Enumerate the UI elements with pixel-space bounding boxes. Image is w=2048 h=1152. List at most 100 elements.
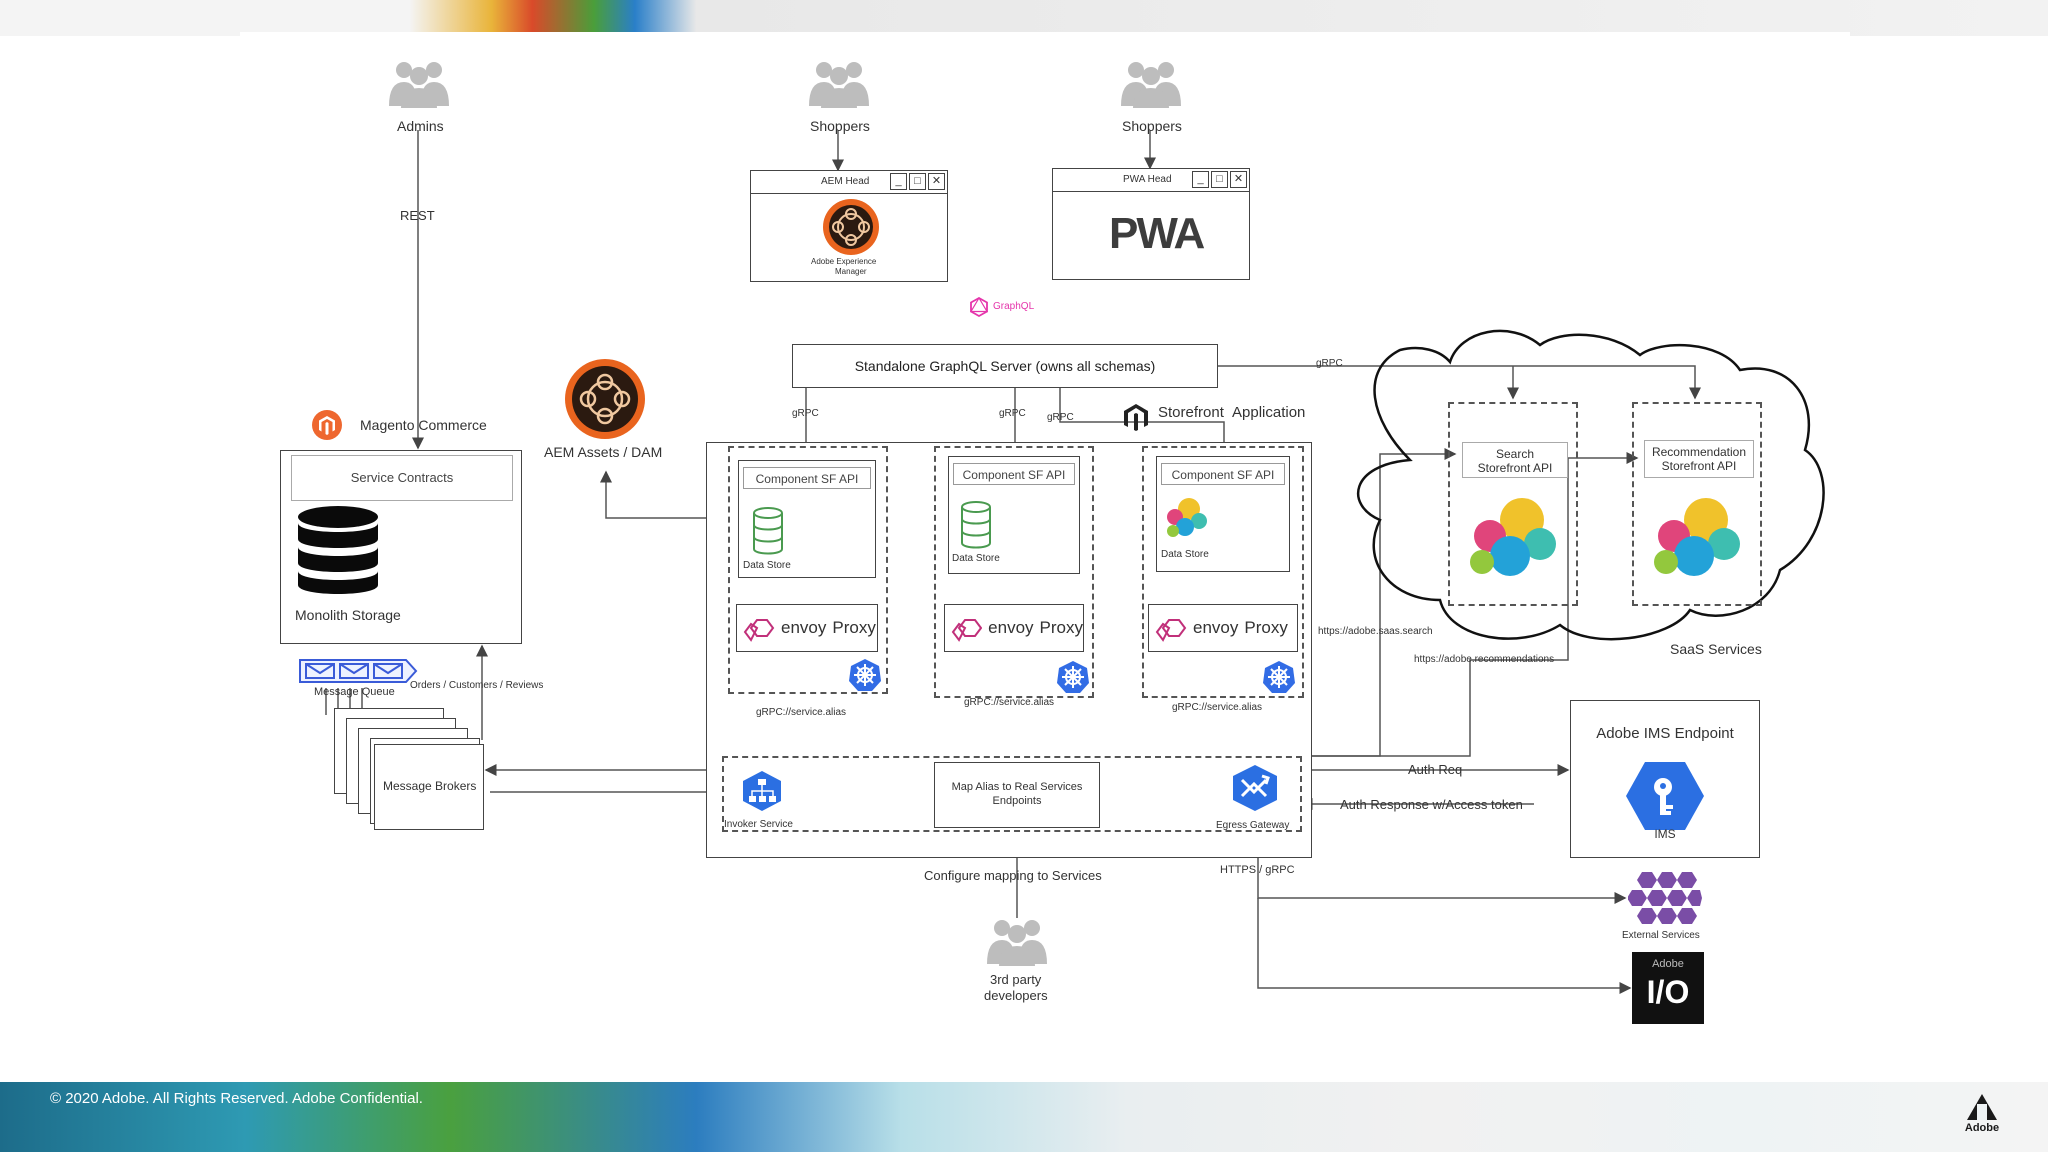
auth-resp-label: Auth Response w/Access token (1340, 797, 1523, 812)
maximize-icon: □ (909, 173, 926, 190)
envoy-icon (743, 619, 775, 642)
admins-people-icon (384, 58, 454, 108)
aem-caption: Adobe Experience (811, 257, 877, 266)
recommendation-api-label: Recommendation (1651, 445, 1747, 459)
orders-edge-label: Orders / Customers / Reviews (410, 680, 544, 691)
aem-assets-label: AEM Assets / DAM (544, 444, 663, 460)
proxy-word: Proxy (1039, 618, 1083, 637)
service-mesh-row (722, 756, 1302, 832)
map-alias-box: Map Alias to Real Services Endpoints (934, 762, 1100, 828)
data-store-label: Data Store (1161, 549, 1209, 560)
kubernetes-icon (1263, 661, 1295, 693)
graphql-icon (969, 296, 989, 318)
saas-services-label: SaaS Services (1670, 641, 1762, 657)
component-pod-3 (1142, 446, 1304, 698)
saas-reco-url-label: https://adobe.recommendations (1414, 654, 1555, 665)
aem-assets-logo-icon (565, 359, 645, 439)
https-grpc-label: HTTPS / gRPC (1220, 864, 1295, 876)
envoy-brand: envoy (988, 618, 1034, 637)
elastic-icon (1470, 498, 1556, 576)
developers-label: 3rd party (990, 972, 1042, 987)
component-sf-api-box: Component SF API Data Store (738, 460, 876, 578)
pwa-head-window: PWA Head _□✕ PWA (1052, 168, 1250, 280)
adobe-logo: Adobe (1962, 1094, 2002, 1142)
adobe-io-top: Adobe (1652, 958, 1684, 970)
window-titlebar: AEM Head _□✕ (751, 171, 947, 194)
envoy-brand: envoy (781, 618, 827, 637)
grpc-edge-label: gRPC (792, 408, 819, 419)
component-api-label: Component SF API (1161, 463, 1285, 485)
elastic-icon (1167, 498, 1207, 537)
envoy-icon (951, 619, 983, 642)
database-icon (298, 506, 378, 594)
aem-logo-icon (823, 199, 879, 255)
external-services-icon (1628, 872, 1702, 924)
graphql-label: GraphQL (993, 301, 1035, 312)
proxy-word: Proxy (1244, 618, 1288, 637)
bottom-decorative-band (0, 1082, 2048, 1152)
map-alias-label: Endpoints (992, 795, 1042, 807)
message-queue-icon (299, 659, 418, 683)
aem-head-window: AEM Head _□✕ Adobe Experience Manager (750, 170, 948, 282)
data-store-label: Data Store (952, 553, 1000, 564)
ims-title: Adobe IMS Endpoint (1596, 725, 1734, 742)
envoy-proxy-box: envoy Proxy (736, 604, 878, 652)
shoppers-label: Shoppers (1122, 118, 1182, 134)
map-alias-label: Map Alias to Real Services (951, 781, 1083, 793)
kubernetes-icon (1057, 661, 1089, 693)
top-decorative-band (0, 0, 2048, 40)
service-alias-label: gRPC://service.alias (964, 697, 1055, 708)
grpc-edge-label: gRPC (999, 408, 1026, 419)
database-icon (961, 501, 991, 549)
aem-caption: Manager (835, 267, 867, 276)
monolith-storage-label: Monolith Storage (295, 607, 401, 623)
envoy-proxy-box: envoy Proxy (1148, 604, 1298, 652)
invoker-service-icon (743, 771, 781, 811)
component-sf-api-box: Component SF API Data Store (1156, 456, 1290, 572)
search-api-pod: Search Storefront API (1448, 402, 1578, 606)
ims-key-icon (1626, 762, 1704, 830)
pwa-logo: PWA (1109, 209, 1205, 258)
window-titlebar: PWA Head _□✕ (1053, 169, 1249, 192)
component-pod-2 (934, 446, 1094, 698)
adobe-logo-label: Adobe (1964, 1122, 2000, 1134)
service-alias-label: gRPC://service.alias (756, 707, 847, 718)
storefront-suffix: Application (1232, 404, 1306, 421)
storefront-name: Storefront (1158, 404, 1224, 421)
search-api-box: Search Storefront API (1462, 442, 1568, 478)
window-title: AEM Head (821, 176, 870, 187)
shoppers-people-icon (804, 58, 874, 108)
recommendation-api-pod: Recommendation Storefront API (1632, 402, 1762, 606)
adobe-io-logo: Adobe I/O (1632, 952, 1704, 1024)
auth-req-label: Auth Req (1408, 762, 1463, 777)
envoy-proxy-box: envoy Proxy (944, 604, 1084, 652)
component-api-label: Component SF API (743, 467, 871, 489)
magento-logo-icon (312, 410, 342, 440)
magento-label: Magento Commerce (360, 417, 487, 433)
message-brokers-box: Message Brokers (374, 744, 484, 830)
adobe-io-main: I/O (1646, 974, 1690, 1010)
copyright-text: © 2020 Adobe. All Rights Reserved. Adobe… (50, 1090, 423, 1107)
service-contracts-box: Service Contracts (291, 455, 513, 501)
component-api-label: Component SF API (953, 463, 1075, 485)
developers-label: developers (984, 988, 1048, 1003)
recommendation-api-label: Storefront API (1661, 459, 1737, 473)
admins-label: Admins (397, 118, 444, 134)
elastic-icon (1654, 498, 1740, 576)
minimize-icon: _ (890, 173, 907, 190)
close-icon: ✕ (1230, 171, 1247, 188)
recommendation-api-box: Recommendation Storefront API (1644, 440, 1754, 478)
ims-endpoint-box: Adobe IMS Endpoint IMS (1570, 700, 1760, 858)
configure-mapping-label: Configure mapping to Services (924, 868, 1102, 883)
proxy-word: Proxy (832, 618, 876, 637)
saas-cloud-shape (1356, 329, 1825, 641)
saas-search-url-label: https://adobe.saas.search (1318, 626, 1433, 637)
envoy-icon (1155, 619, 1187, 642)
grpc-edge-label: gRPC (1316, 358, 1343, 369)
graphql-server-box: Standalone GraphQL Server (owns all sche… (792, 344, 1218, 388)
message-brokers-label: Message Brokers (383, 779, 477, 793)
maximize-icon: □ (1211, 171, 1228, 188)
database-icon (753, 507, 783, 555)
component-sf-api-box: Component SF API Data Store (948, 456, 1080, 574)
message-queue-label: Message Queue (314, 686, 395, 698)
